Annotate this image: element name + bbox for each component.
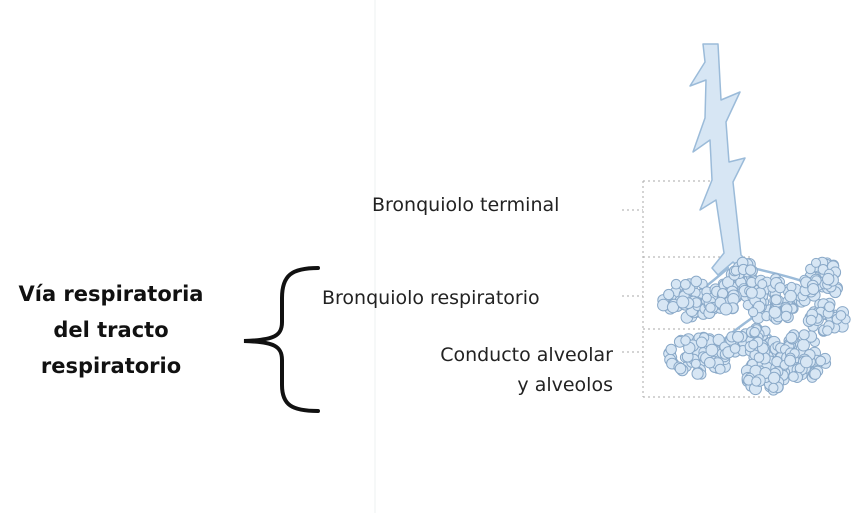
alveolus (797, 338, 810, 352)
alveolus (666, 301, 680, 314)
alveolus (674, 362, 687, 375)
alveolar-clusters (657, 256, 851, 396)
alveolus (663, 288, 675, 301)
alveolus (822, 325, 833, 336)
alveolus (714, 363, 726, 375)
label-terminal-bronchiole: Bronquiolo terminal (372, 194, 560, 216)
alveolus (835, 310, 847, 321)
alveolus (705, 302, 716, 313)
alveolus (748, 307, 759, 318)
alveolus (705, 343, 719, 357)
label-respiratory-bronchiole: Bronquiolo respiratorio (322, 287, 540, 309)
alveolus (701, 292, 712, 303)
alveolus (780, 310, 792, 322)
alveolus (815, 355, 827, 367)
alveolus (767, 371, 781, 385)
alveolus (691, 367, 704, 380)
alveolus (774, 282, 786, 294)
alveolus (768, 382, 779, 393)
alveolus (704, 356, 716, 369)
title-line-1: Vía respiratoria (18, 282, 204, 306)
alveolus (690, 275, 703, 288)
alveolus (732, 330, 744, 343)
alveolus (770, 294, 782, 306)
alveolus (807, 283, 820, 295)
alveolus (680, 279, 691, 290)
title-line-3: respiratorio (40, 354, 182, 378)
alveolus (822, 272, 835, 286)
alveolus (768, 305, 782, 319)
alveolus (745, 264, 757, 276)
alveolus (788, 371, 799, 382)
alveolus (745, 286, 758, 299)
alveolus (729, 343, 741, 354)
airway-group-title: Vía respiratoria del tracto respiratorio (0, 276, 222, 384)
alveolus (680, 335, 691, 346)
alveolus (719, 302, 733, 316)
alveolus (670, 278, 682, 290)
alveolus (784, 354, 797, 367)
alveolus (665, 343, 677, 356)
label-alveolar-duct-line-1: Conducto alveolar (440, 344, 613, 366)
alveolus (798, 329, 810, 341)
alveolus (751, 376, 762, 387)
alveolus (805, 314, 817, 326)
alveolus (690, 358, 701, 369)
alveolus (784, 289, 798, 303)
alveolus (811, 257, 821, 268)
alveolus (748, 339, 759, 350)
alveolus (824, 301, 835, 313)
alveolus (800, 355, 813, 369)
alveolus (695, 336, 708, 349)
terminal-bronchiole (689, 43, 757, 276)
alveolus (753, 352, 765, 363)
alveolus (809, 368, 822, 380)
title-line-2: del tracto (53, 318, 169, 342)
alveolus (757, 279, 768, 290)
alveolus (785, 331, 798, 344)
label-alveolar-duct: Conducto alveolar y alveolos (440, 340, 613, 400)
label-alveolar-duct-line-2: y alveolos (517, 374, 613, 396)
alveolus (676, 295, 690, 309)
curly-brace (243, 266, 320, 413)
alveolus (749, 327, 760, 338)
